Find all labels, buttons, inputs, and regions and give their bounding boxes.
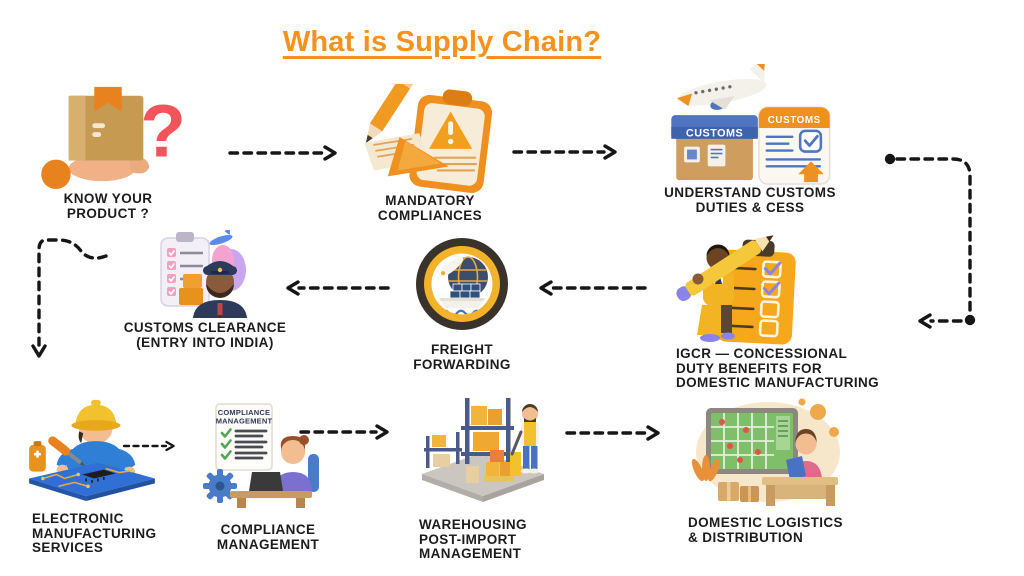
soldering-iron-icon xyxy=(48,436,86,467)
connector-start-dot xyxy=(884,153,896,165)
node-domestic-logistics-distribution: DOMESTIC LOGISTICS& DISTRIBUTION xyxy=(672,394,872,545)
node-label: DOMESTIC LOGISTICS& DISTRIBUTION xyxy=(688,515,843,545)
clipboard-warning-icon xyxy=(364,84,493,193)
map-pins xyxy=(719,419,761,463)
logistics-map-desk-icon xyxy=(691,398,840,506)
gear-icon xyxy=(203,469,237,503)
warehouse-racks-worker-icon xyxy=(422,398,544,502)
compliance-board-desk-icon: COMPLIANCE MANAGEMENT xyxy=(203,403,319,508)
customs-box-document-plane-icon: CUSTOMS CUSTOMS xyxy=(671,64,831,185)
box-in-hand-question-icon: ? xyxy=(41,86,186,190)
up-arrow-icon xyxy=(798,161,824,183)
customs-doc-label: CUSTOMS xyxy=(768,115,821,126)
pcb-soldering-worker-icon xyxy=(29,399,155,502)
node-compliance-management: COMPLIANCE MANAGEMENT xyxy=(200,402,336,552)
inspector-pencil-checklist-icon xyxy=(676,235,796,345)
customs-officer-checklist-icon xyxy=(160,230,247,318)
board-title-line2: MANAGEMENT xyxy=(216,417,273,426)
node-label: CUSTOMS CLEARANCE(ENTRY INTO INDIA) xyxy=(123,320,287,350)
ship-globe-badge-icon xyxy=(416,238,508,330)
connector-clearance-to-electronic xyxy=(31,238,108,358)
question-mark: ? xyxy=(140,89,186,173)
customs-box-label: CUSTOMS xyxy=(686,127,743,139)
connector-customs-down-right-edge xyxy=(895,157,972,313)
connector-corner-dot xyxy=(964,314,976,326)
node-customs-clearance: CUSTOMS CLEARANCE(ENTRY INTO INDIA) xyxy=(113,230,297,350)
board-title-line1: COMPLIANCE xyxy=(218,408,270,417)
page-title: What is Supply Chain? xyxy=(282,26,602,58)
